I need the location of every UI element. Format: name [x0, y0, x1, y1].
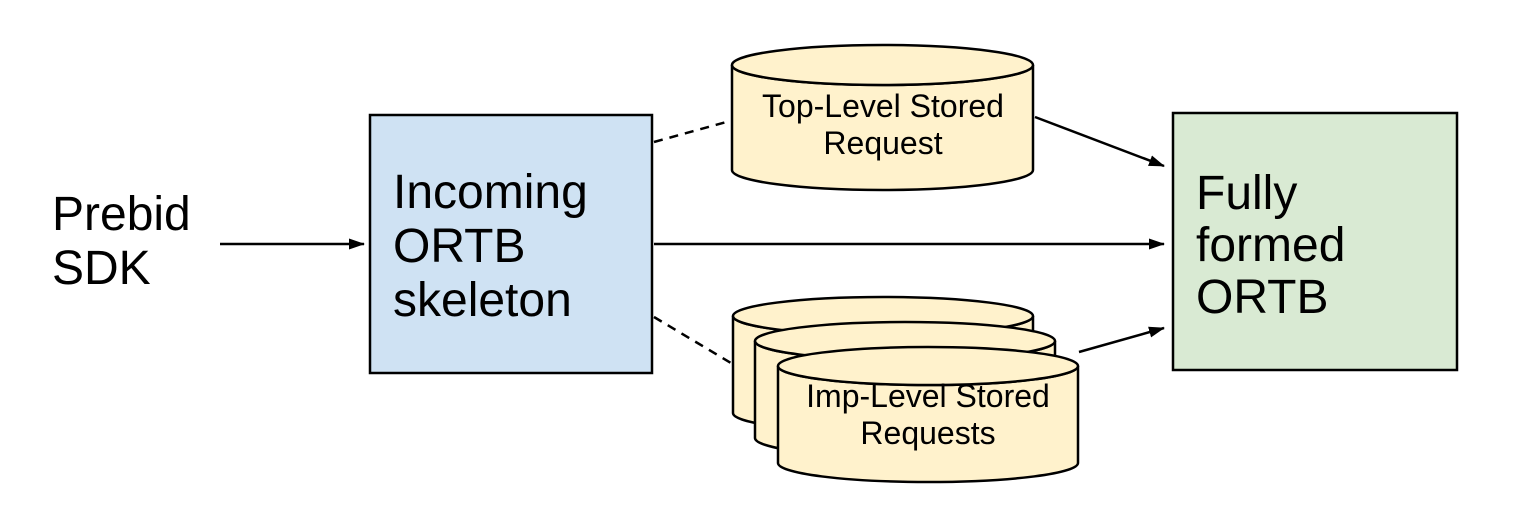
imp-level-stored-requests-label: Imp-Level Stored Requests	[806, 378, 1050, 451]
top-level-stored-request-label: Top-Level Stored Request	[762, 88, 1004, 161]
edge-imp-stored-to-fully-arrow	[1078, 326, 1165, 354]
top-level-stored-request-cylinder	[730, 43, 1035, 192]
imp-level-cylinder-front	[776, 345, 1080, 484]
prebid-sdk-label: Prebid SDK	[52, 188, 191, 295]
incoming-ortb-skeleton-box	[368, 113, 654, 375]
edge-top-stored-to-fully-arrow	[1034, 115, 1165, 168]
edge-incoming-to-imp-stored-dashed	[653, 315, 737, 368]
incoming-ortb-skeleton-label: Incoming ORTB skeleton	[393, 166, 588, 327]
fully-formed-ortb-label: Fully formed ORTB	[1196, 167, 1346, 324]
edge-incoming-to-top-stored-dashed	[653, 119, 731, 144]
fully-formed-ortb-box	[1171, 111, 1459, 372]
